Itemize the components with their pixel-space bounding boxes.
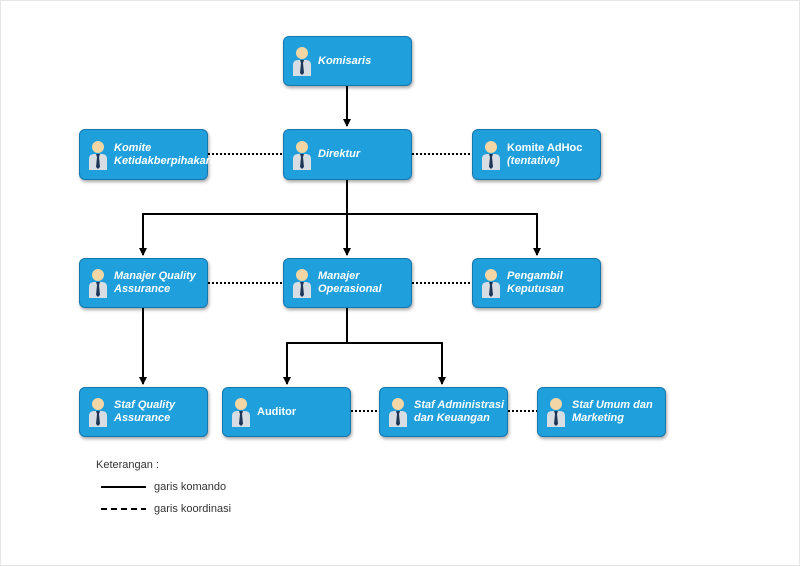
person-icon xyxy=(89,140,107,170)
command-line-operasional-auditor xyxy=(283,308,348,385)
person-icon xyxy=(482,269,500,298)
node-label: Staf Administrasi dan Keuangan xyxy=(414,399,505,424)
person-icon xyxy=(482,140,500,170)
node-label: Staf Quality Assurance xyxy=(114,399,176,424)
node-label: Auditor xyxy=(257,405,297,418)
person-icon xyxy=(547,398,565,427)
node-label: Manajer Operasional xyxy=(318,270,382,295)
node-komite-adhoc[interactable]: Komite AdHoc(tentative) xyxy=(472,129,601,180)
node-direktur[interactable]: Direktur xyxy=(283,129,412,180)
command-line-direktur-pengambil-keputusan xyxy=(347,213,541,256)
person-icon xyxy=(293,140,311,170)
node-label-tentative: (tentative) xyxy=(507,154,560,167)
node-komite-ketidakberpihakan[interactable]: Komite Ketidakberpihakan xyxy=(79,129,212,180)
person-icon xyxy=(389,398,407,427)
node-auditor[interactable]: Auditor xyxy=(222,387,351,437)
node-label-main: Komite AdHoc xyxy=(507,141,583,154)
node-staf-quality-assurance[interactable]: Staf Quality Assurance xyxy=(79,387,208,437)
node-label: Komite AdHoc(tentative) xyxy=(507,142,582,168)
node-staf-umum-marketing[interactable]: Staf Umum dan Marketing xyxy=(537,387,666,437)
legend-title: Keterangan : xyxy=(96,459,159,471)
person-icon xyxy=(293,47,311,76)
node-label: Direktur xyxy=(318,148,361,160)
node-manajer-quality-assurance[interactable]: Manajer Quality Assurance xyxy=(79,258,208,308)
command-line-operasional-staf-administrasi xyxy=(347,342,446,385)
person-icon xyxy=(89,398,107,427)
person-icon xyxy=(232,398,250,427)
person-icon xyxy=(89,269,107,298)
node-staf-administrasi-keuangan[interactable]: Staf Administrasi dan Keuangan xyxy=(379,387,508,437)
legend-dashed-label: garis koordinasi xyxy=(154,503,232,515)
node-manajer-operasional[interactable]: Manajer Operasional xyxy=(283,258,412,308)
node-label: Komisaris xyxy=(318,54,372,67)
command-line-direktur-manajer-qa xyxy=(139,180,348,256)
node-label: Pengambil Keputusan xyxy=(507,270,564,295)
node-label: Staf Umum dan Marketing xyxy=(572,399,653,424)
legend-solid-label: garis komando xyxy=(154,481,227,493)
node-label: Manajer Quality Assurance xyxy=(114,270,196,295)
person-icon xyxy=(293,269,311,298)
node-label: Komite Ketidakberpihakan xyxy=(114,141,213,167)
node-komisaris[interactable]: Komisaris xyxy=(283,36,412,86)
node-pengambil-keputusan[interactable]: Pengambil Keputusan xyxy=(472,258,601,308)
